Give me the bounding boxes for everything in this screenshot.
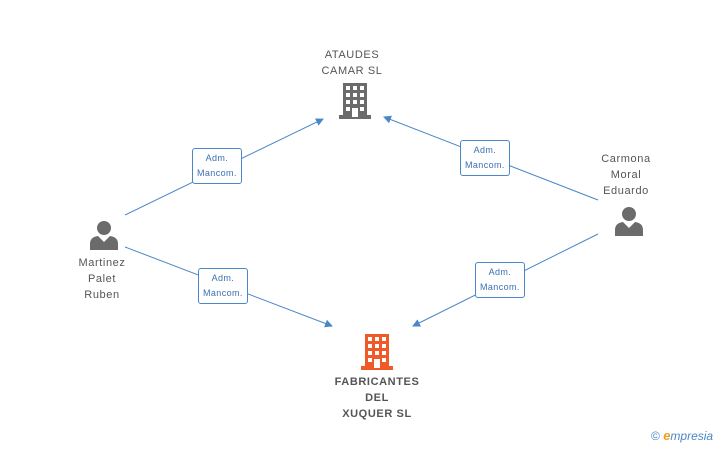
person-name-line: Carmona xyxy=(601,153,651,165)
role-line: Mancom. xyxy=(197,168,237,178)
role-line: Adm. xyxy=(211,273,235,283)
company-name-line: DEL xyxy=(365,392,389,404)
person-name-line: Ruben xyxy=(84,289,120,301)
role-badge-carmona-ataudes[interactable]: Adm. Mancom. xyxy=(460,140,510,176)
brand-watermark: © empresia xyxy=(651,428,713,443)
role-badge-martinez-fabricantes[interactable]: Adm. Mancom. xyxy=(198,268,248,304)
company-name-line: FABRICANTES xyxy=(334,376,420,388)
copyright-symbol: © xyxy=(651,429,660,443)
role-line: Mancom. xyxy=(465,160,505,170)
person-icon[interactable] xyxy=(614,206,644,236)
company-label-fabricantes[interactable]: FABRICANTES DEL XUQUER SL xyxy=(322,374,432,422)
role-line: Adm. xyxy=(488,267,512,277)
brand-logo-text: mpresia xyxy=(670,429,714,443)
person-name-line: Moral xyxy=(610,169,642,181)
person-name-line: Palet xyxy=(87,273,117,285)
company-label-ataudes[interactable]: ATAUDES CAMAR SL xyxy=(312,47,392,79)
person-icon[interactable] xyxy=(89,220,119,250)
role-line: Mancom. xyxy=(480,282,520,292)
company-name-line: XUQUER SL xyxy=(342,408,412,420)
person-name-line: Martinez xyxy=(78,257,126,269)
role-badge-martinez-ataudes[interactable]: Adm. Mancom. xyxy=(192,148,242,184)
brand-logo-e: e xyxy=(663,428,671,443)
role-line: Adm. xyxy=(473,145,497,155)
person-label-carmona[interactable]: Carmona Moral Eduardo xyxy=(588,151,664,199)
person-label-martinez[interactable]: Martinez Palet Ruben xyxy=(64,255,140,303)
company-name-line: CAMAR SL xyxy=(321,65,383,77)
role-line: Mancom. xyxy=(203,288,243,298)
building-icon[interactable] xyxy=(361,334,393,370)
company-name-line: ATAUDES xyxy=(324,49,380,61)
building-icon[interactable] xyxy=(339,83,371,119)
person-name-line: Eduardo xyxy=(603,185,649,197)
role-line: Adm. xyxy=(205,153,229,163)
role-badge-carmona-fabricantes[interactable]: Adm. Mancom. xyxy=(475,262,525,298)
